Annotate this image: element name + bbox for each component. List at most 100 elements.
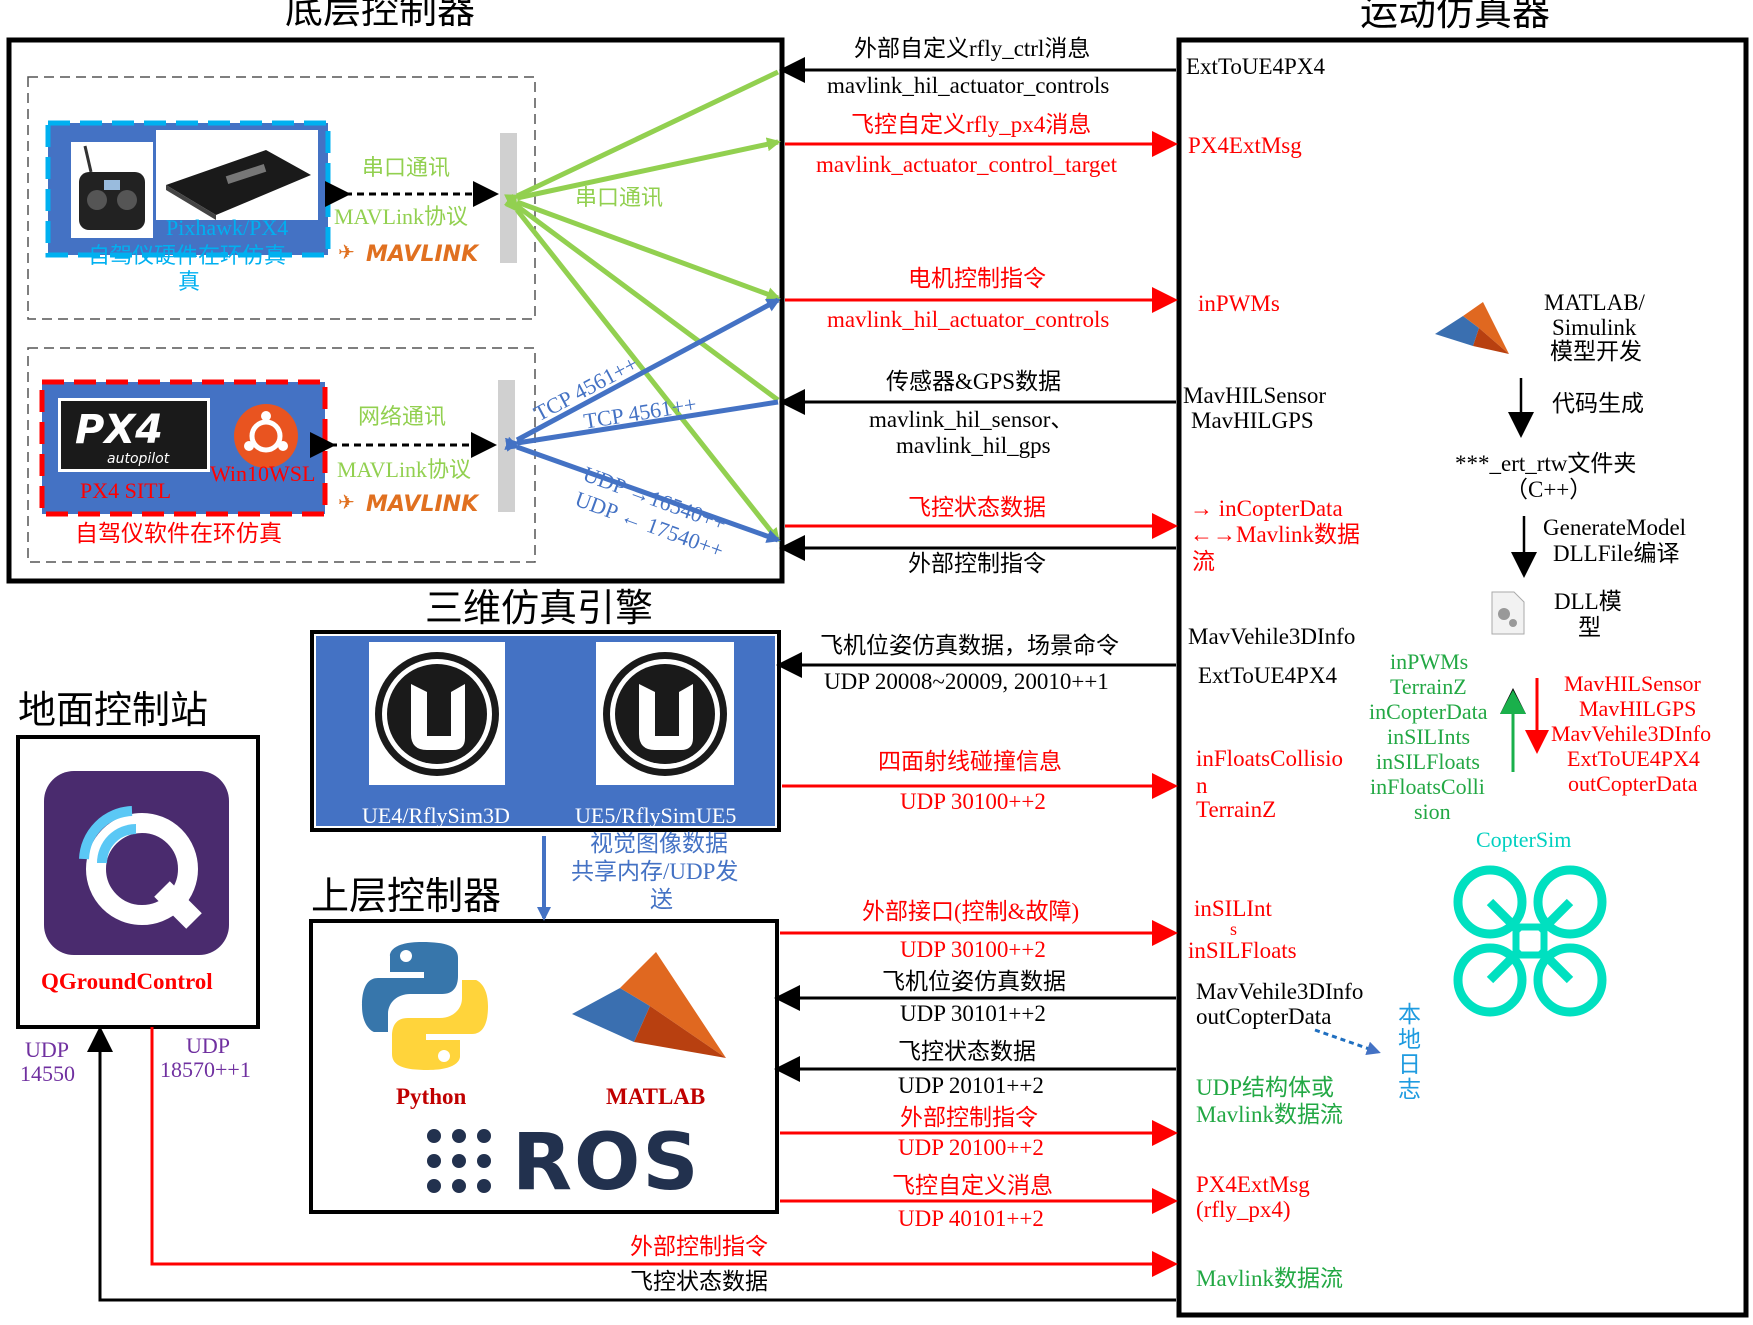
link-ctrl-bottom: mavlink_hil_actuator_controls	[827, 73, 1110, 98]
local-log-char: 本	[1398, 1002, 1421, 1027]
gcs-udp-b-2: 18570++1	[160, 1057, 251, 1082]
pixhawk-label: Pixhawk/PX4	[166, 215, 289, 240]
link-upper-ext-bottom: UDP 30100++2	[900, 937, 1046, 962]
unreal5-logo-icon	[596, 642, 734, 785]
link-engine-ray-bottom: UDP 30100++2	[900, 789, 1046, 814]
vision-label-1: 视觉图像数据	[590, 831, 728, 856]
port-out-copter: outCopterData	[1196, 1004, 1332, 1029]
link-engine-pose-bottom: UDP 20008~20009, 20010++1	[824, 669, 1109, 694]
hil-caption: 自驾仪硬件在环仿真	[88, 243, 287, 268]
gcs-udp-b-1: UDP	[186, 1033, 231, 1058]
matlab-label: MATLAB	[606, 1084, 706, 1109]
port-mavlink-stream: ←→Mavlink数据	[1190, 522, 1360, 547]
input-item: inFloatsColli	[1370, 774, 1485, 799]
flow-ert-1: ***_ert_rtw文件夹	[1455, 451, 1637, 476]
port-mavlink-stream2: 流	[1192, 549, 1215, 574]
link-ctrl-top: 外部自定义rfly_ctrl消息	[854, 36, 1091, 61]
link-px4-bottom: mavlink_actuator_control_target	[816, 152, 1118, 177]
link-engine-ray-top: 四面射线碰撞信息	[878, 749, 1062, 774]
vision-label-3: 送	[650, 887, 673, 912]
hil-caption-tail: 真	[178, 269, 201, 294]
coptersim-label: CopterSim	[1476, 827, 1572, 852]
input-item: inCopterData	[1369, 699, 1488, 724]
port-hil-sensor: MavHILSensor	[1183, 383, 1327, 408]
gcs-box	[16, 735, 260, 1029]
sitl-protocol-label: MAVLink协议	[337, 457, 472, 482]
port-px4-ext-msg-2: PX4ExtMsg	[1196, 1172, 1310, 1197]
port-px4-ext-msg: PX4ExtMsg	[1188, 133, 1302, 158]
link-upper-msg-bottom: UDP 40101++2	[898, 1206, 1044, 1231]
hil-bar	[500, 133, 517, 263]
mavlink-logo-icon-2: ✈ MAVLINK	[338, 490, 479, 517]
port-in-pwms: inPWMs	[1198, 291, 1280, 316]
sitl-bar	[498, 380, 515, 512]
link-upper-msg-top: 飞控自定义消息	[892, 1173, 1053, 1198]
ue5-label: UE5/RflySimUE5	[575, 803, 737, 828]
qgc-logo-icon	[44, 771, 229, 955]
matlab-icon-small	[1433, 302, 1511, 360]
gcs-title: 地面控制站	[18, 690, 209, 732]
link-status-top: 飞控状态数据	[908, 495, 1046, 520]
python-label: Python	[396, 1084, 467, 1109]
px4-logo-text: PX4	[75, 407, 163, 453]
port-sil-floats: inSILFloats	[1188, 938, 1297, 963]
flow-dll-2: 型	[1578, 615, 1601, 640]
px4-logo-sub: autopilot	[107, 451, 170, 467]
mavlink-logo-text-a: MAVLINK	[366, 242, 479, 267]
mavlink-logo-icon: ✈ MAVLINK	[338, 240, 479, 267]
output-item: MavHILSensor	[1564, 671, 1701, 696]
output-item: MavHILGPS	[1579, 696, 1697, 721]
input-item: inSILFloats	[1376, 749, 1480, 774]
ue4-label: UE4/RflySim3D	[362, 803, 510, 828]
link-upper-ext-top: 外部接口(控制&故障)	[862, 899, 1080, 924]
link-sensor-top: 传感器&GPS数据	[886, 369, 1062, 394]
link-upper-pose-bottom: UDP 30101++2	[900, 1001, 1046, 1026]
motion-sim-box	[1176, 37, 1749, 1318]
input-item: TerrainZ	[1390, 674, 1467, 699]
mavlink-logo-text-b: MAVLINK	[366, 492, 479, 517]
serial-label-2: 串口通讯	[575, 185, 664, 210]
link-upper-cmd-top: 外部控制指令	[900, 1105, 1038, 1130]
port-floats-col: inFloatsCollisio	[1196, 746, 1343, 771]
low-level-box	[6, 37, 785, 584]
port-mavlink-stream-3: Mavlink数据流	[1196, 1266, 1343, 1291]
pixhawk-board-icon	[156, 130, 318, 220]
unreal-logo-icon	[369, 642, 505, 785]
sitl-network-label: 网络通讯	[358, 404, 447, 429]
vision-label-2: 共享内存/UDP发	[571, 859, 739, 884]
input-item: inPWMs	[1390, 649, 1469, 674]
link-engine-pose-top: 飞机位姿仿真数据，场景命令	[820, 633, 1119, 658]
port-hil-gps: MavHILGPS	[1191, 408, 1314, 433]
link-upper-status-top: 飞控状态数据	[898, 1039, 1036, 1064]
port-rfly-px4: (rfly_px4)	[1196, 1197, 1291, 1222]
port-udp-struct: UDP结构体或	[1196, 1075, 1335, 1100]
px4-sitl-label: PX4 SITL	[80, 478, 172, 503]
port-ext-to-ue4-2: ExtToUE4PX4	[1198, 663, 1337, 688]
rc-transmitter-icon	[71, 142, 153, 238]
local-log-char: 志	[1398, 1077, 1421, 1102]
flow-dll-1: DLL模	[1554, 589, 1622, 614]
port-terrain: TerrainZ	[1196, 797, 1277, 822]
link-upper-pose-top: 飞机位姿仿真数据	[882, 969, 1066, 994]
gcs-cmd-label: 外部控制指令	[630, 1234, 768, 1259]
link-status-bottom: 外部控制指令	[908, 551, 1046, 576]
hil-protocol-label: MAVLink协议	[334, 204, 469, 229]
input-item: inSILInts	[1387, 724, 1471, 749]
output-item: outCopterData	[1568, 771, 1698, 796]
upper-title: 上层控制器	[311, 876, 502, 918]
output-item: ExtToUE4PX4	[1567, 746, 1700, 771]
flow-model-dev-1: MATLAB/	[1544, 290, 1645, 315]
matlab-logo-icon	[570, 950, 730, 1070]
dll-file-icon	[1490, 590, 1526, 636]
port-copter-data: → inCopterData	[1190, 496, 1343, 521]
port-sil-int2: s	[1230, 919, 1238, 939]
quadcopter-icon	[1450, 862, 1610, 1020]
gcs-udp-a-1: UDP	[25, 1037, 70, 1062]
flow-model-dev-3: 模型开发	[1550, 339, 1642, 364]
input-item: sion	[1414, 799, 1451, 824]
flow-gen-2: DLLFile编译	[1553, 541, 1680, 566]
local-log-char: 日	[1398, 1052, 1421, 1077]
output-item: MavVehile3DInfo	[1551, 721, 1712, 746]
px4-logo-icon: PX4 autopilot	[58, 398, 210, 472]
link-px4-top: 飞控自定义rfly_px4消息	[851, 112, 1092, 137]
